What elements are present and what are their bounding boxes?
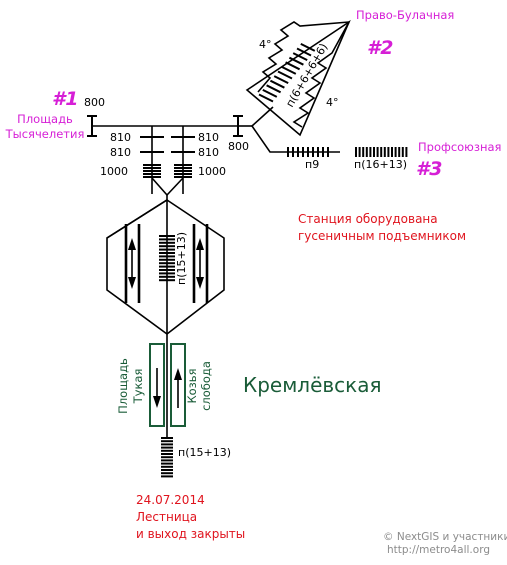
exit-2-slope-upper: 4° xyxy=(259,38,272,51)
stair-step xyxy=(300,43,316,52)
right-width-2: 810 xyxy=(198,146,219,159)
track-right[interactable] xyxy=(170,343,186,427)
stair-step xyxy=(281,66,297,75)
exit-2-title: Право-Булачная xyxy=(356,8,454,22)
exit-2[interactable]: п(6+6+6+6) 4° 4° Право-Булачная #2 xyxy=(245,8,454,137)
station-name: Кремлёвская xyxy=(243,373,382,397)
stair-step xyxy=(288,56,304,66)
upper-passage: 810 810 1000 810 810 1000 xyxy=(100,126,226,196)
exit-1-width: 800 xyxy=(84,96,105,109)
closed-note-line1: Лестница xyxy=(136,510,197,524)
left-width-1: 810 xyxy=(110,131,131,144)
stair-step xyxy=(285,61,301,71)
exit-2-stairs xyxy=(258,43,316,103)
lift-note-line1: Станция оборудована xyxy=(298,212,438,226)
exit-1-number: #1 xyxy=(52,88,78,110)
exit-3-title: Профсоюзная xyxy=(418,140,501,154)
track-right-direction-line2: слобода xyxy=(199,361,213,411)
exit-1-title-line2: Тысячелетия xyxy=(5,127,85,141)
right-width-1: 810 xyxy=(198,131,219,144)
concourse-stairs-label: п(15+13) xyxy=(175,232,188,285)
track-left[interactable] xyxy=(149,343,165,427)
closed-note-date: 24.07.2014 xyxy=(136,493,205,507)
left-width-3: 1000 xyxy=(100,165,128,178)
exit-2-number: #2 xyxy=(367,37,393,59)
exit-1-title-line1: Площадь xyxy=(17,112,73,126)
platform-stairs-label: п(15+13) xyxy=(178,446,231,459)
exit-3[interactable]: 800 п9 п(16+13) Профсоюзная #3 xyxy=(228,115,501,180)
stair-step xyxy=(269,79,285,89)
exit-1[interactable]: #1 800 Площадь Тысячелетия xyxy=(5,88,238,141)
turnstile-left xyxy=(143,164,161,178)
right-width-3: 1000 xyxy=(198,165,226,178)
platform: Площадь Тукая Козья слобода п(15+13) xyxy=(116,336,231,478)
escalator-right[interactable] xyxy=(192,224,209,303)
escalator-left[interactable] xyxy=(124,224,141,303)
platform-stairs xyxy=(161,437,173,478)
left-width-2: 810 xyxy=(110,146,131,159)
credit-line1: © NextGIS и участники xyxy=(383,531,507,543)
exit-3-stairs-a xyxy=(287,147,329,157)
exit-3-number: #3 xyxy=(416,158,442,180)
stair-step xyxy=(296,47,312,57)
exit-3-stairs-b-label: п(16+13) xyxy=(354,158,407,171)
exit-3-width: 800 xyxy=(228,140,249,153)
exit-2-stairs-label: п(6+6+6+6) xyxy=(283,41,330,109)
turnstile-right xyxy=(174,164,192,178)
track-right-direction-line1: Козья xyxy=(185,368,199,403)
stair-step xyxy=(292,52,308,61)
stair-step xyxy=(273,75,289,84)
stair-step xyxy=(266,84,282,94)
exit-2-slope-lower: 4° xyxy=(326,96,339,109)
track-left-direction-line2: Тукая xyxy=(131,369,145,405)
track-left-direction-line1: Площадь xyxy=(116,358,130,414)
concourse-stairs xyxy=(159,235,175,282)
concourse: п(15+13) xyxy=(106,195,225,336)
stair-step xyxy=(262,89,278,98)
exit-3-stairs-a-label: п9 xyxy=(305,158,319,171)
credit-line2[interactable]: http://metro4all.org xyxy=(387,544,490,556)
exit-3-stairs-b xyxy=(355,147,408,157)
stair-step xyxy=(277,70,293,80)
closed-note-line2: и выход закрыты xyxy=(136,527,245,541)
lift-note-line2: гусеничным подъемником xyxy=(298,229,466,243)
stair-step xyxy=(258,93,274,103)
